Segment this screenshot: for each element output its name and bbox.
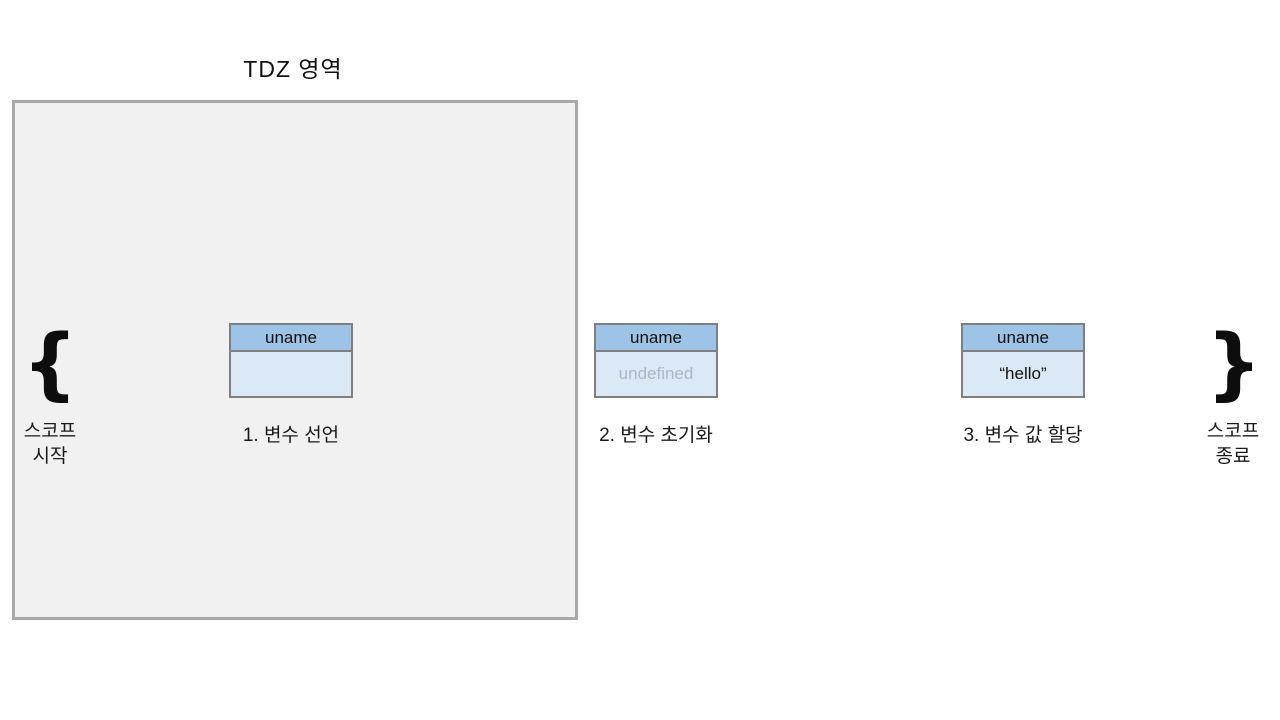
- var-name-header: uname: [596, 325, 716, 352]
- step-label-declaration: 1. 변수 선언: [242, 425, 340, 446]
- var-value-undefined: undefined: [618, 364, 694, 383]
- var-box-assignment: uname “hello”: [961, 323, 1085, 398]
- var-name-header: uname: [963, 325, 1083, 352]
- scope-start-label: 스코프 시작: [0, 419, 100, 469]
- diagram-title: TDZ 영역: [243, 56, 343, 82]
- step-label-assignment: 3. 변수 값 할당: [963, 425, 1083, 446]
- var-name-header: uname: [231, 325, 351, 352]
- step-label-initialization: 2. 변수 초기화: [599, 425, 713, 446]
- var-value-hello: “hello”: [999, 364, 1047, 383]
- var-box-initialization: uname undefined: [594, 323, 718, 398]
- var-value-empty: [231, 352, 351, 396]
- scope-start-brace: {: [22, 319, 78, 409]
- scope-end-label-line2: 종료: [1215, 446, 1251, 467]
- scope-end-label: 스코프 종료: [1183, 419, 1280, 469]
- scope-end-brace: }: [1206, 319, 1262, 409]
- scope-end-label-line1: 스코프: [1206, 421, 1260, 442]
- scope-start-label-line2: 시작: [32, 446, 68, 467]
- scope-start-label-line1: 스코프: [23, 421, 77, 442]
- var-box-declaration: uname: [229, 323, 353, 398]
